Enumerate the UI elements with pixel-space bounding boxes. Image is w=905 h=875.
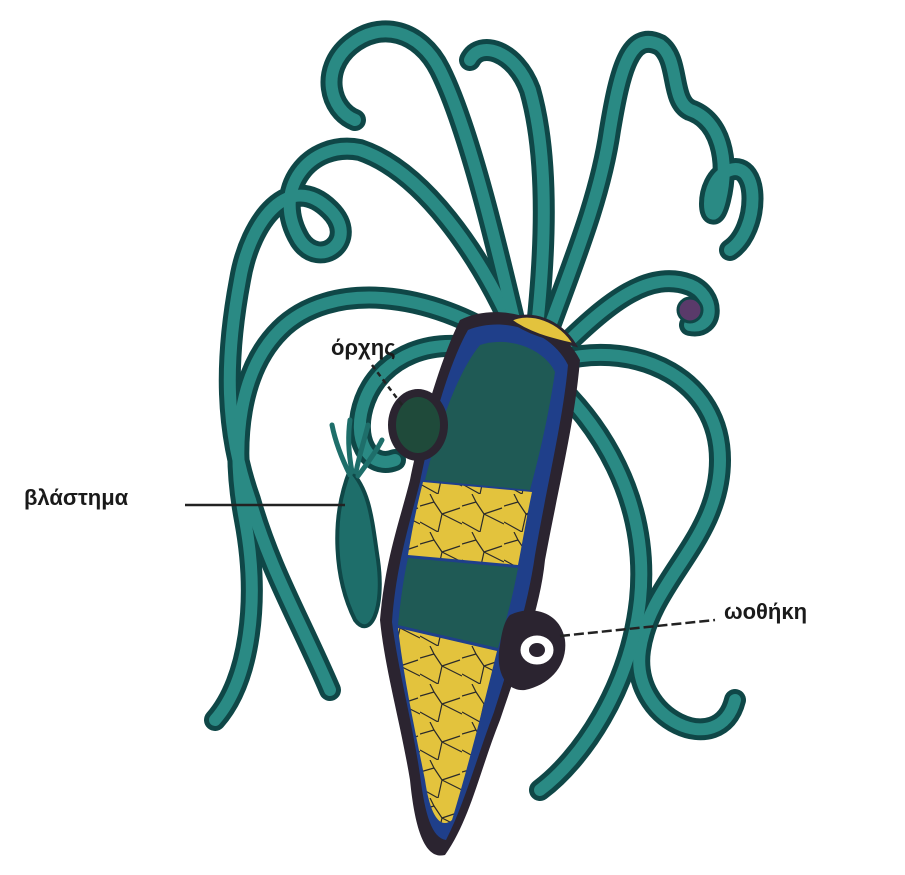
endoderm-band-1 — [408, 482, 532, 565]
ovary — [499, 610, 566, 690]
label-bud: βλάστημα — [24, 485, 128, 511]
tentacle-tip — [678, 298, 702, 322]
label-testis: όρχης — [331, 335, 396, 361]
testis — [388, 389, 448, 461]
label-ovary: ωοθήκη — [724, 599, 807, 625]
